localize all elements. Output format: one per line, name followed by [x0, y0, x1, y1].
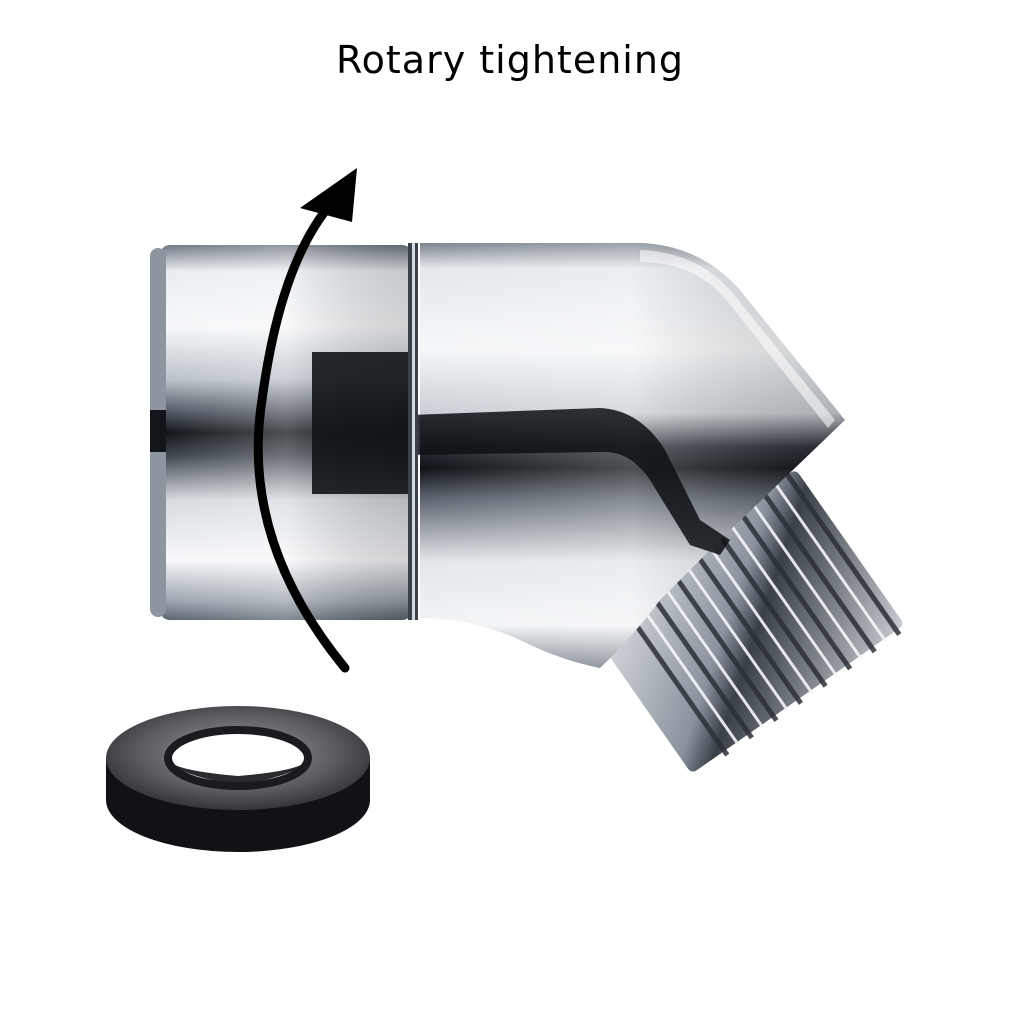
elbow-body: [410, 243, 845, 668]
caption-title: Rotary tightening: [335, 38, 685, 82]
rubber-washer: [106, 706, 370, 852]
swivel-collar: [150, 243, 418, 620]
rotation-arrow-icon: [253, 168, 357, 673]
